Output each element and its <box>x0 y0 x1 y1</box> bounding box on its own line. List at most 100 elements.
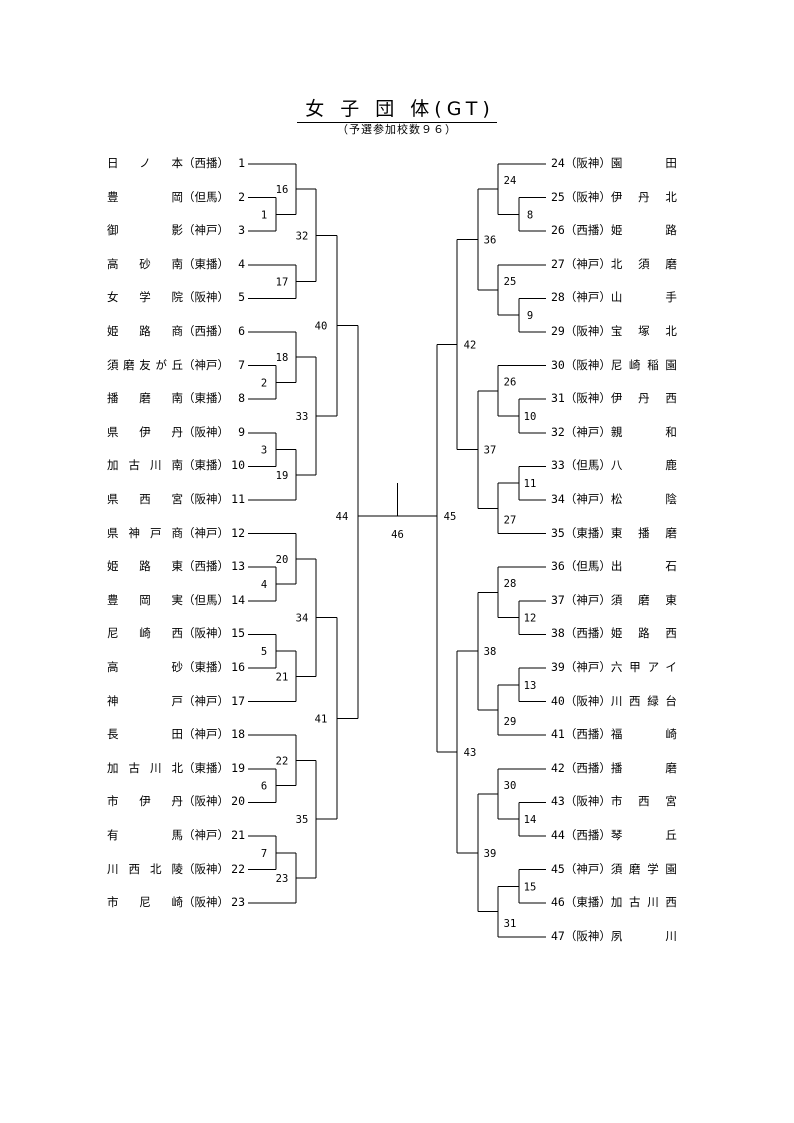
match-number: 43 <box>464 747 477 759</box>
team-region: （神戸） <box>183 357 229 372</box>
team-name: 出 石 <box>610 559 677 574</box>
team-entry: 川西北陵（阪神）22 <box>107 862 245 876</box>
match-number: 33 <box>296 411 309 423</box>
team-entry: 26（西播）姫 路 <box>551 223 677 237</box>
team-name: 福 崎 <box>610 727 677 742</box>
team-name: 加古川西 <box>610 895 677 910</box>
team-name: 市 伊 丹 <box>107 794 183 809</box>
team-name: 須磨学園 <box>610 861 677 876</box>
team-region: （西播） <box>183 324 229 338</box>
match-number: 20 <box>276 554 289 566</box>
entry-number: 18 <box>231 727 245 742</box>
team-entry: 日 ノ 本（西播）1 <box>107 156 245 170</box>
entry-number: 46 <box>551 895 565 910</box>
team-entry: 県 西 宮（阪神）11 <box>107 492 245 506</box>
team-region: （神戸） <box>183 525 229 540</box>
team-name: 姫 路 商 <box>107 324 183 338</box>
match-number: 9 <box>527 310 533 322</box>
entry-number: 40 <box>551 693 565 708</box>
match-number: 34 <box>296 613 309 625</box>
team-region: （西播） <box>564 760 611 775</box>
team-entry: 43（阪神）市 西 宮 <box>551 794 677 808</box>
team-name: 豊 岡 実 <box>107 592 183 607</box>
team-region: （神戸） <box>564 424 611 439</box>
team-region: （西播） <box>564 727 611 742</box>
team-name: 加古川南 <box>107 458 183 473</box>
team-region: （阪神） <box>183 794 229 809</box>
team-region: （東播） <box>564 525 611 540</box>
entry-number: 2 <box>238 189 245 204</box>
team-region: （東播） <box>183 660 229 674</box>
match-number: 22 <box>276 755 289 767</box>
team-entry: 御 影（神戸）3 <box>107 223 245 237</box>
team-region: （阪神） <box>564 156 611 170</box>
team-region: （神戸） <box>183 223 229 238</box>
entry-number: 6 <box>238 324 245 338</box>
entry-number: 12 <box>231 525 245 540</box>
team-entry: 33（但馬）八 鹿 <box>551 458 677 472</box>
entry-number: 7 <box>238 357 245 372</box>
team-region: （神戸） <box>183 727 229 742</box>
team-name: 県 伊 丹 <box>107 424 183 439</box>
team-entry: 42（西播）播 磨 <box>551 761 677 775</box>
team-name: 県神戸商 <box>107 525 183 540</box>
match-number: 39 <box>484 848 497 860</box>
team-name: 八 鹿 <box>610 458 677 473</box>
team-region: （東播） <box>183 458 229 473</box>
team-entry: 37（神戸）須 磨 東 <box>551 593 677 607</box>
entry-number: 17 <box>231 693 245 708</box>
entry-number: 47 <box>551 928 565 943</box>
team-region: （神戸） <box>564 660 611 674</box>
entry-number: 16 <box>231 660 245 674</box>
team-entry: 長 田（神戸）18 <box>107 727 245 741</box>
team-region: （阪神） <box>183 861 229 876</box>
page-title: 女 子 団 体(GT) <box>0 94 794 123</box>
team-entry: 加古川南（東播）10 <box>107 458 245 472</box>
team-entry: 25（阪神）伊 丹 北 <box>551 190 677 204</box>
team-entry: 神 戸（神戸）17 <box>107 694 245 708</box>
team-region: （西播） <box>564 223 611 238</box>
team-name: 神 戸 <box>107 693 183 708</box>
final-match-number: 46 <box>391 529 404 541</box>
team-name: 有 馬 <box>107 828 183 842</box>
match-number: 29 <box>504 716 517 728</box>
team-region: （但馬） <box>183 592 229 607</box>
team-entry: 須磨友が丘（神戸） 7 <box>107 358 245 372</box>
match-number: 3 <box>261 445 267 457</box>
team-name: 伊 丹 西 <box>610 391 677 406</box>
team-region: （東播） <box>564 895 611 910</box>
team-name: 高 砂 南 <box>107 256 183 271</box>
team-name: 姫 路 <box>610 223 677 238</box>
team-region: （東播） <box>183 391 229 406</box>
team-name: 市 尼 崎 <box>107 895 183 910</box>
match-number: 4 <box>261 579 267 591</box>
match-number: 13 <box>524 680 537 692</box>
match-number: 40 <box>315 321 328 333</box>
team-name: 松 陰 <box>610 492 677 506</box>
entry-number: 13 <box>231 559 245 574</box>
match-number: 37 <box>484 445 497 457</box>
team-region: （神戸） <box>564 492 611 506</box>
team-region: （阪神） <box>564 324 611 338</box>
team-entry: 豊 岡 実（但馬）14 <box>107 593 245 607</box>
entry-number: 41 <box>551 727 565 742</box>
team-name: 宝 塚 北 <box>610 324 677 338</box>
team-name: 北 須 磨 <box>610 256 677 271</box>
team-region: （阪神） <box>564 189 611 204</box>
match-number: 23 <box>276 873 289 885</box>
entry-number: 25 <box>551 189 565 204</box>
team-entry: 31（阪神）伊 丹 西 <box>551 391 677 405</box>
team-name: 加古川北 <box>107 760 183 775</box>
team-name: 夙 川 <box>610 928 677 943</box>
match-number: 5 <box>261 646 267 658</box>
match-number: 28 <box>504 578 517 590</box>
team-name: 豊 岡 <box>107 189 183 204</box>
entry-number: 29 <box>551 324 565 338</box>
team-name: 県 西 宮 <box>107 492 183 506</box>
entry-number: 24 <box>551 156 565 170</box>
match-number: 6 <box>261 781 267 793</box>
team-name: 須磨友が丘 <box>107 357 183 372</box>
entry-number: 23 <box>231 895 245 910</box>
team-region: （阪神） <box>183 895 229 910</box>
match-number: 36 <box>484 235 497 247</box>
